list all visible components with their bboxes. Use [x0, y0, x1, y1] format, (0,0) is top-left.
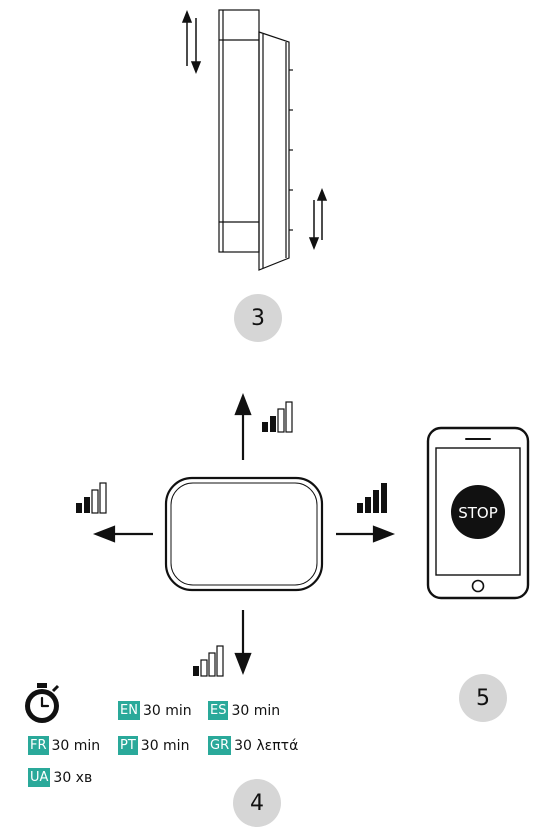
signal-strength-icon — [357, 483, 387, 513]
timer-es: ES 30 min — [208, 701, 280, 720]
timer-gr: GR 30 λεπτά — [208, 736, 298, 755]
timer-text: 30 хв — [53, 769, 93, 786]
signal-strength-icon — [76, 482, 107, 514]
up-down-arrow-icon — [308, 187, 328, 251]
language-badge: GR — [208, 736, 232, 755]
timer-text: 30 min — [51, 737, 101, 754]
language-badge: EN — [118, 701, 140, 720]
step-number-5: 5 — [459, 674, 507, 722]
step-number-3: 3 — [234, 294, 282, 342]
up-down-arrow-icon — [181, 9, 202, 75]
timer-text: 30 min — [142, 702, 192, 719]
timer-ua: UA 30 хв — [28, 768, 92, 787]
stop-label: STOP — [458, 504, 498, 522]
timer-text: 30 min — [231, 702, 281, 719]
stop-button-icon — [451, 485, 505, 539]
gateway-device — [164, 476, 324, 592]
language-badge: PT — [118, 736, 138, 755]
timer-text: 30 min — [140, 737, 190, 754]
timer-fr: FR 30 min — [28, 736, 100, 755]
signal-strength-icon — [262, 401, 293, 433]
stopwatch-icon — [25, 683, 60, 723]
timer-pt: PT 30 min — [118, 736, 189, 755]
timer-en: EN 30 min — [118, 701, 192, 720]
language-badge: ES — [208, 701, 229, 720]
device-side-view — [218, 9, 293, 271]
timer-text: 30 λεπτά — [234, 737, 299, 754]
signal-strength-icon — [193, 645, 224, 677]
arrow-icon — [92, 392, 396, 676]
step-number-4: 4 — [233, 779, 281, 827]
language-badge: UA — [28, 768, 51, 787]
smartphone-icon: STOP — [426, 426, 530, 600]
language-badge: FR — [28, 736, 49, 755]
